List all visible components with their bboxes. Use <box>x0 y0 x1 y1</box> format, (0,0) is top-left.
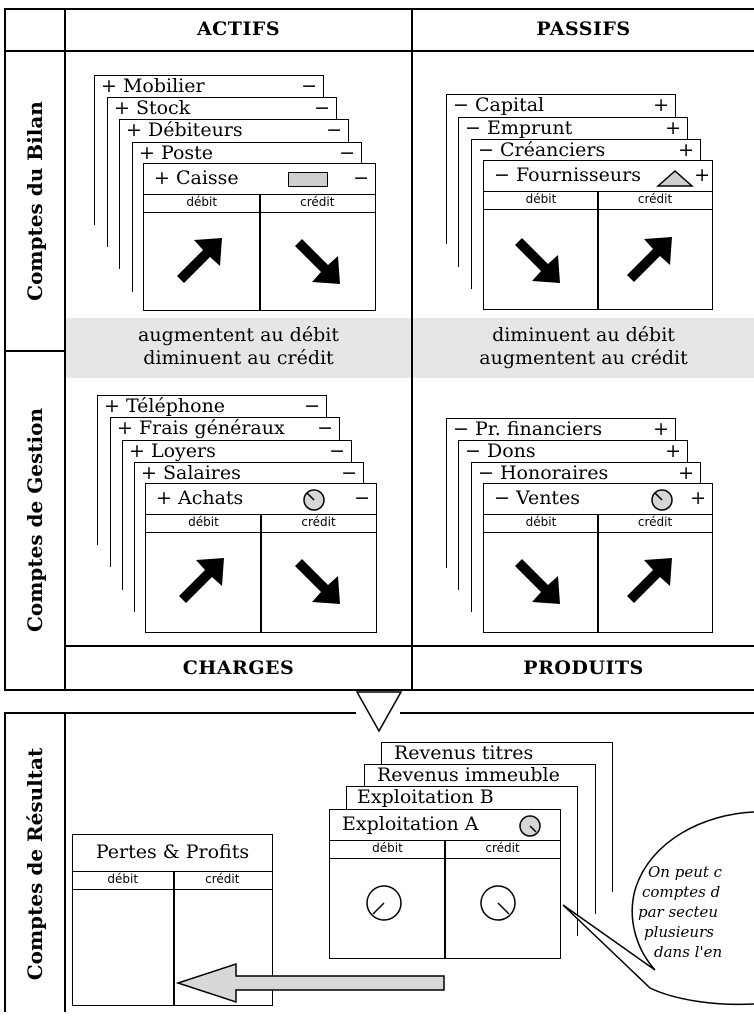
debit-label: débit <box>525 515 557 529</box>
arrow-down-right-icon <box>292 556 342 606</box>
side-label-gestion: Comptes de Gestion <box>23 407 47 633</box>
account-card-front: − Ventes + débit crédit <box>483 483 713 633</box>
credit-label: crédit <box>637 192 673 206</box>
band-left-line1: augmentent au débit <box>138 324 339 346</box>
grid-left-border <box>4 8 6 691</box>
account-title: Exploitation B <box>357 786 494 808</box>
grid-bottom-border <box>4 689 754 691</box>
account-title-bar: + Caisse − <box>144 164 375 195</box>
bubble-line: par secteu <box>638 903 719 921</box>
account-title: Fournisseurs <box>515 164 641 186</box>
down-triangle-icon <box>355 691 403 737</box>
band-right: diminuent au débit augmentent au crédit <box>413 318 754 378</box>
header-actifs: ACTIFS <box>196 18 281 40</box>
rectangle-icon <box>288 172 328 187</box>
resultat-top-border-left <box>4 712 356 714</box>
resultat-label-divider <box>64 712 66 1012</box>
bubble-line: On peut c <box>648 863 723 881</box>
debit-label: débit <box>372 841 403 855</box>
arrow-up-right-icon <box>176 556 226 606</box>
account-title-bar: − Fournisseurs + <box>484 161 712 192</box>
band-right-line1: diminuent au débit <box>492 324 675 346</box>
arrow-down-right-icon <box>292 236 342 286</box>
resultat-top-border-right <box>400 712 754 714</box>
account-title-bar: + Achats − <box>146 484 376 515</box>
account-title-bar: − Ventes + <box>484 484 712 515</box>
account-title: Pertes & Profits <box>73 835 272 872</box>
grid-header-divider <box>4 50 754 52</box>
bubble-line: plusieurs <box>644 923 714 941</box>
grid-side-divider <box>4 350 66 352</box>
arrow-down-right-icon <box>512 235 562 285</box>
account-title: Mobilier <box>122 75 205 97</box>
credit-label: crédit <box>205 872 240 886</box>
band-right-line2: augmentent au crédit <box>479 347 688 369</box>
footer-charges: CHARGES <box>182 657 295 679</box>
account-title: Ventes <box>515 487 581 509</box>
account-title: Dons <box>486 440 536 462</box>
account-title: Frais généraux <box>138 417 285 439</box>
arrow-up-right-icon <box>624 235 674 285</box>
arrow-down-right-icon <box>512 556 562 606</box>
account-title: Salaires <box>162 462 241 484</box>
bubble-line: dans l'en <box>654 943 723 961</box>
account-title: Caisse <box>175 167 239 189</box>
bubble-line: comptes d <box>642 883 721 901</box>
dial-icon <box>302 488 326 521</box>
account-title: Pr. financiers <box>474 418 603 440</box>
grid-label-column-divider <box>64 8 66 691</box>
credit-label: crédit <box>485 841 520 855</box>
debit-label: débit <box>107 872 139 886</box>
grid-footer-divider <box>64 645 754 647</box>
debit-label: débit <box>186 195 218 209</box>
band-left: augmentent au débit diminuent au crédit <box>66 318 411 378</box>
header-passifs: PASSIFS <box>536 18 631 40</box>
account-title: Téléphone <box>125 395 226 417</box>
account-card-front: + Caisse − débit crédit <box>143 163 376 311</box>
account-title: Exploitation A <box>342 813 479 835</box>
arrow-up-right-icon <box>624 556 674 606</box>
speech-bubble <box>555 800 754 1016</box>
account-card-front: Exploitation A débit crédit <box>329 809 561 959</box>
debit-label: débit <box>188 515 219 529</box>
account-title: Loyers <box>150 440 216 462</box>
debit-label: débit <box>525 192 557 206</box>
grid-center-divider <box>411 8 413 691</box>
credit-label: crédit <box>301 515 336 529</box>
account-title: Stock <box>135 97 191 119</box>
footer-produits: PRODUITS <box>523 657 644 679</box>
side-label-bilan: Comptes du Bilan <box>23 101 47 301</box>
account-title: Poste <box>160 142 214 164</box>
arrow-up-right-icon <box>174 236 224 286</box>
dial-icon <box>518 814 542 847</box>
account-title: Revenus titres <box>394 742 534 764</box>
dial-icon <box>364 883 404 927</box>
credit-label: crédit <box>637 515 673 529</box>
left-arrow-icon <box>174 958 450 1012</box>
pertes-profits-account: Pertes & Profits débit crédit <box>72 834 273 1006</box>
account-title: Honoraires <box>499 462 609 484</box>
account-card-front: − Fournisseurs + débit crédit <box>483 160 713 310</box>
grid-top-border <box>4 8 754 10</box>
triangle-icon <box>656 167 694 196</box>
bubble-text: On peut c comptes d par secteu plusieurs… <box>638 862 754 962</box>
side-label-resultat: Comptes de Résultat <box>23 747 47 981</box>
account-title: Créanciers <box>499 139 606 161</box>
account-title: Débiteurs <box>147 119 243 141</box>
dial-icon <box>478 883 518 927</box>
account-title: Achats <box>177 487 244 509</box>
credit-label: crédit <box>300 195 335 209</box>
account-card-front: + Achats − débit crédit <box>145 483 377 633</box>
dial-icon <box>650 488 674 521</box>
account-title: Emprunt <box>486 117 573 139</box>
account-title: Revenus immeuble <box>377 764 560 786</box>
account-title: Capital <box>474 94 545 116</box>
resultat-left-border <box>4 712 6 1012</box>
band-left-line2: diminuent au crédit <box>143 347 334 369</box>
account-title-bar: Exploitation A <box>330 810 560 841</box>
